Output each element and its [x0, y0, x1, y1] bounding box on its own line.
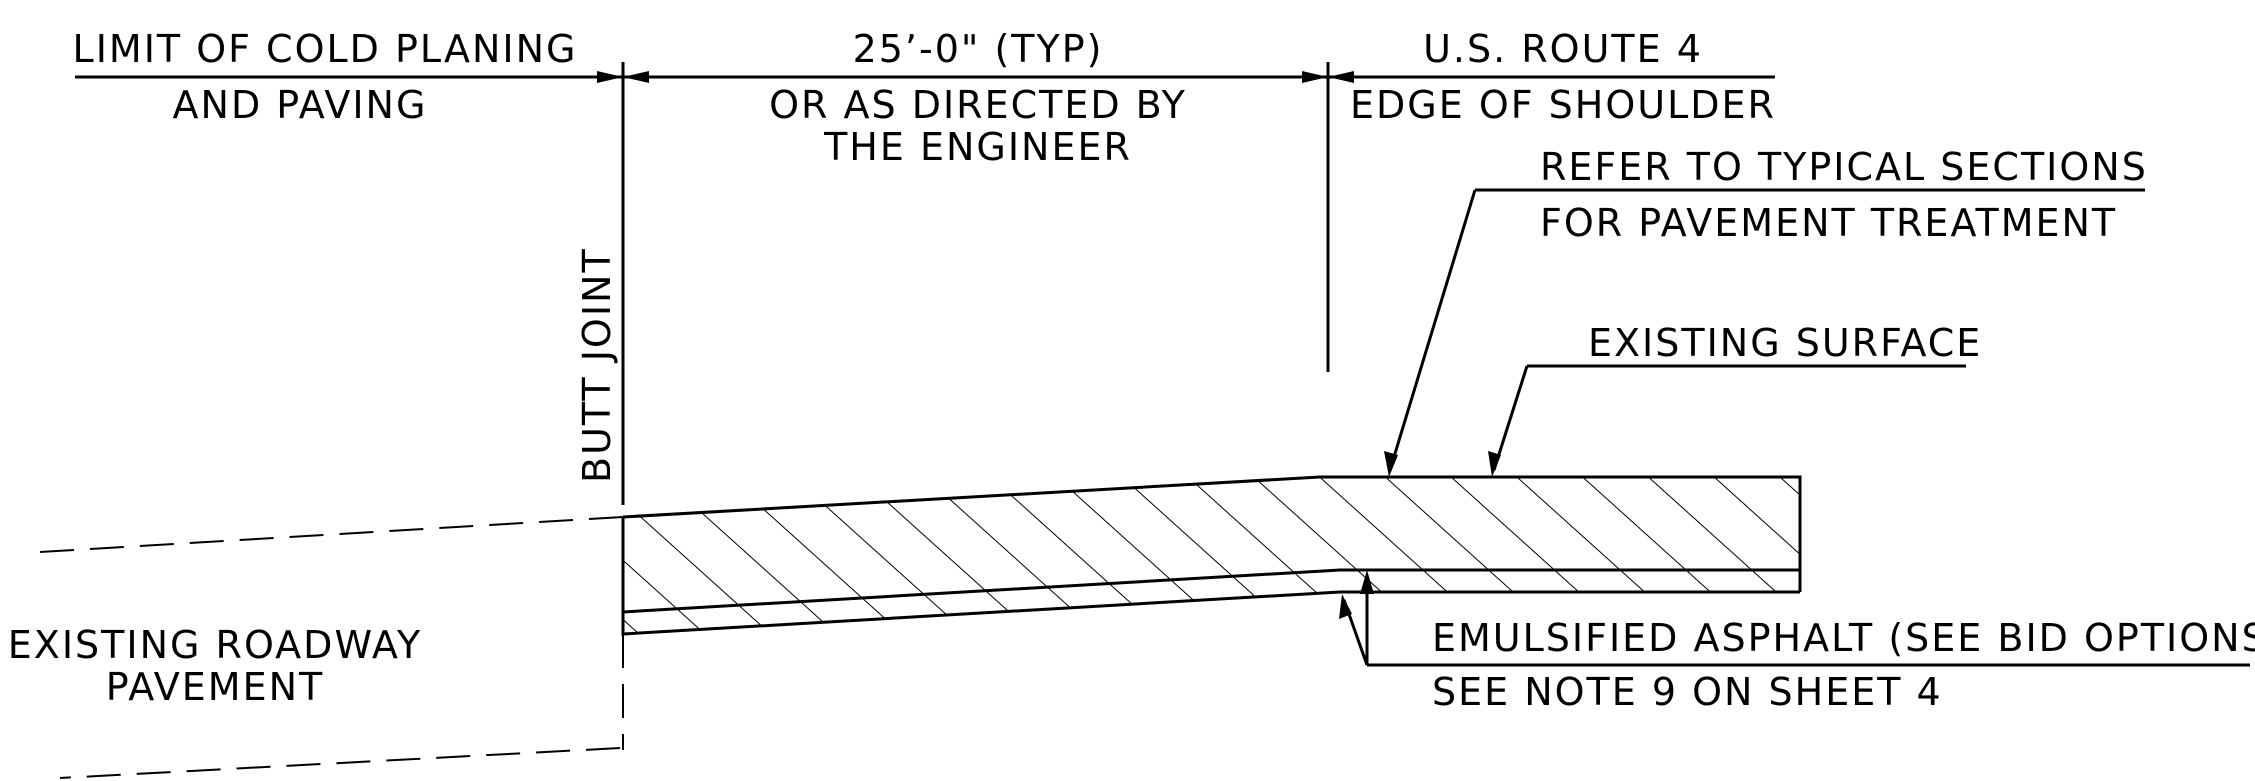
- arrowhead-right-out: [1328, 71, 1354, 83]
- layer-interface-line: [622, 568, 1800, 614]
- emulsified-label-line2: SEE NOTE 9 ON SHEET 4: [1432, 670, 1943, 714]
- arrowhead-left-in: [597, 71, 623, 83]
- route-label-line2: EDGE OF SHOULDER: [1350, 83, 1776, 127]
- pavement-bottom-outline: [621, 517, 1800, 636]
- surface-leader-arrowhead: [1488, 451, 1501, 477]
- arrowhead-left-out: [623, 71, 649, 83]
- emulsified-label-line1: EMULSIFIED ASPHALT (SEE BID OPTIONS): [1432, 616, 2255, 660]
- existing-surface-dashed-line: [39, 516, 624, 553]
- dimension-value: 25’-0" (TYP): [853, 27, 1104, 71]
- arrowhead-right-in: [1302, 71, 1328, 83]
- refer-leader-arrowhead: [1384, 451, 1398, 477]
- existing-surface-label: EXISTING SURFACE: [1588, 321, 1982, 365]
- limit-label-line2: AND PAVING: [173, 83, 428, 127]
- refer-label-line1: REFER TO TYPICAL SECTIONS: [1540, 145, 2148, 189]
- emulsified-leader-arrowhead-a: [1339, 594, 1352, 619]
- existing-roadway-label-line2: PAVEMENT: [106, 665, 325, 709]
- existing-roadway-label-line1: EXISTING ROADWAY: [8, 623, 422, 667]
- existing-bottom-dashed-line: [59, 747, 621, 779]
- surface-leader-line: [1492, 365, 1529, 471]
- butt-joint-label: BUTT JOINT: [575, 247, 619, 483]
- dimension-note-line2: THE ENGINEER: [823, 125, 1132, 169]
- pavement-top-outline: [622, 475, 1802, 592]
- refer-label-line2: FOR PAVEMENT TREATMENT: [1540, 201, 2117, 245]
- route-label-line1: U.S. ROUTE 4: [1423, 27, 1703, 71]
- emulsified-leader-arrowhead-b: [1360, 570, 1374, 594]
- dimension-note-line1: OR AS DIRECTED BY: [769, 83, 1187, 127]
- refer-leader-line: [1388, 189, 1477, 471]
- limit-label-line1: LIMIT OF COLD PLANING: [73, 27, 578, 71]
